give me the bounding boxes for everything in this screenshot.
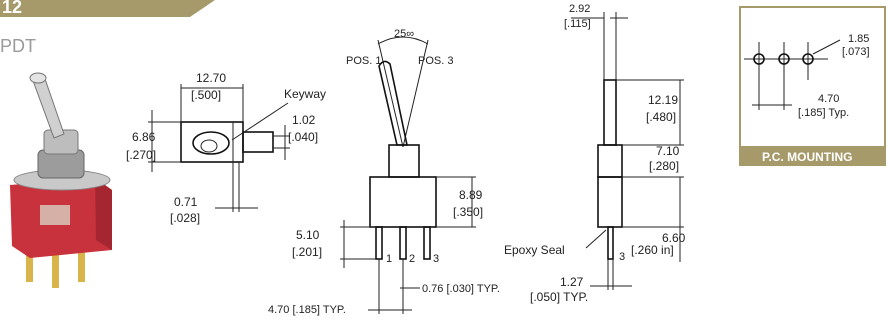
dim-base-mm: 6.60: [662, 231, 686, 245]
pc-pitch-mm: 4.70: [818, 93, 839, 105]
dim-pin-mm: 5.10: [296, 228, 320, 242]
pc-mounting-banner: [741, 146, 885, 166]
keyway-label: Keyway: [284, 87, 326, 101]
front-pin: [375, 226, 383, 260]
dim-height-mm: 6.86: [132, 130, 156, 144]
side-view-drawing: 2.92 [.115] 3 12.19 [.480] 7.10 [.280] 6…: [504, 3, 686, 304]
photo-pin: [52, 238, 59, 288]
dim-pitch: 4.70 [.185] TYP.: [268, 304, 346, 316]
photo-label: [40, 205, 70, 225]
pc-mounting-panel: P.C. MOUNTING 1.85 [.073] 4.70 [.185] Ty…: [739, 6, 886, 166]
dim-offset-in: [.028]: [170, 211, 200, 225]
pos3-label: POS. 3: [418, 55, 453, 67]
photo-lever: [31, 75, 65, 139]
dim-lever-in: [.480]: [646, 110, 676, 124]
dim-keyway-in: [.040]: [288, 130, 318, 144]
dim-bushing-mm: 7.10: [656, 144, 680, 158]
front-body: [369, 176, 437, 228]
side-bushing: [597, 144, 623, 178]
dim-pin-in: [.201]: [292, 245, 322, 259]
dim-base-in: [.260 in]: [631, 243, 674, 257]
top-view-bushing: [192, 131, 230, 155]
angle-arc: [377, 36, 429, 45]
dim-width-in: [.500]: [191, 88, 221, 102]
pos1-label: POS. 1: [346, 55, 381, 67]
side-pin: [607, 226, 614, 260]
top-view-drawing: 12.70 [.500] 6.86 [.270] Keyway 1.02 [.0…: [126, 71, 326, 225]
pin-label-1: 1: [386, 253, 392, 265]
dim-tip-in: [.115]: [564, 18, 591, 30]
dim-height-in: [.270]: [126, 148, 156, 162]
epoxy-leader: [585, 229, 607, 249]
top-view-tab: [242, 131, 274, 153]
front-bushing: [388, 144, 420, 178]
front-view-drawing: 25∞ POS. 1 POS. 3 1 2 3 8.89 [.350] 5.10…: [268, 28, 500, 316]
dim-side-pin-mm: 1.27: [560, 275, 584, 289]
pc-hole: [753, 53, 765, 65]
dim-keyway-mm: 1.02: [292, 113, 316, 127]
dim-body-in: [.350]: [453, 205, 483, 219]
pin-label-3: 3: [433, 253, 439, 265]
series-header: 12 PDT: [0, 0, 215, 56]
header-code: 12: [2, 0, 22, 17]
front-lever: [378, 60, 408, 146]
dim-body-mm: 8.89: [459, 188, 483, 202]
pc-hole: [778, 53, 790, 65]
side-lever: [603, 79, 617, 146]
dim-width-mm: 12.70: [196, 71, 226, 85]
pc-pitch-in: [.185] Typ.: [798, 107, 849, 119]
dim-offset-mm: 0.71: [174, 195, 198, 209]
pc-mounting-title: P.C. MOUNTING: [762, 150, 852, 164]
epoxy-seal-label: Epoxy Seal: [504, 243, 565, 257]
header-subtitle: PDT: [0, 36, 36, 56]
pc-hole: [802, 53, 814, 65]
dim-tip-mm: 2.92: [569, 3, 590, 15]
front-pin: [399, 226, 407, 260]
photo-pin: [78, 232, 85, 282]
angle-label: 25∞: [394, 28, 414, 40]
pc-hole-in: [.073]: [842, 46, 870, 58]
pc-hole-mm: 1.85: [848, 33, 869, 45]
pc-mounting-frame: [739, 6, 886, 166]
front-pin: [423, 226, 431, 260]
keyway-leader: [231, 102, 289, 141]
switch-photo: [10, 72, 112, 288]
dim-pin-width: 0.76 [.030] TYP.: [422, 283, 500, 295]
dim-bushing-in: [.280]: [649, 159, 679, 173]
pin-label-2: 2: [409, 253, 415, 265]
dim-side-pin-in: [.050] TYP.: [530, 290, 588, 304]
pc-hole-leader: [812, 39, 841, 55]
header-band: [0, 0, 215, 17]
side-body: [597, 176, 623, 228]
side-pin-label: 3: [619, 251, 625, 263]
dim-lever-mm: 12.19: [648, 93, 678, 107]
top-view-body: [180, 121, 244, 163]
